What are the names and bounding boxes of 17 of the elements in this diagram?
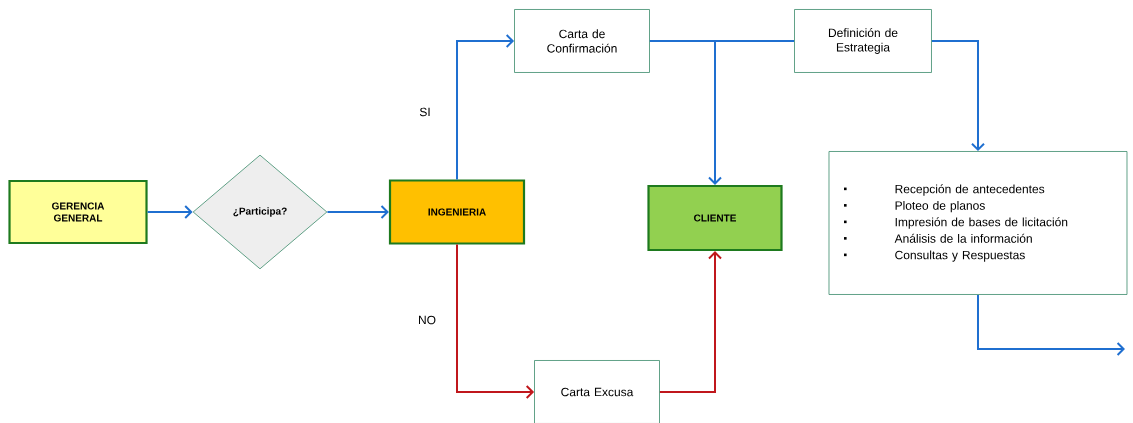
task-list-box: Recepción de antecedentes Ploteo de planos Impresión de bases de licitación Análisis de la información Consultas y Respuestas [828, 151, 1128, 295]
process-box: CLIENTE [647, 184, 783, 252]
arrow [977, 293, 1125, 356]
arrow [648, 40, 722, 185]
arrow [658, 251, 722, 393]
arrow [456, 243, 535, 399]
document-box: Carta Excusa [534, 360, 660, 423]
document-box: Carta de Confirmación [514, 9, 650, 73]
edge-label: NO [417, 314, 437, 326]
document-box: Definición de Estrategia [794, 9, 932, 73]
process-box: INGENIERIA [388, 179, 526, 245]
arrow [146, 205, 193, 219]
arrow [326, 205, 389, 219]
process-box: GERENCIA GENERAL [8, 179, 148, 245]
arrow [456, 34, 515, 181]
arrow [930, 40, 985, 152]
edge-label: SI [418, 106, 432, 118]
